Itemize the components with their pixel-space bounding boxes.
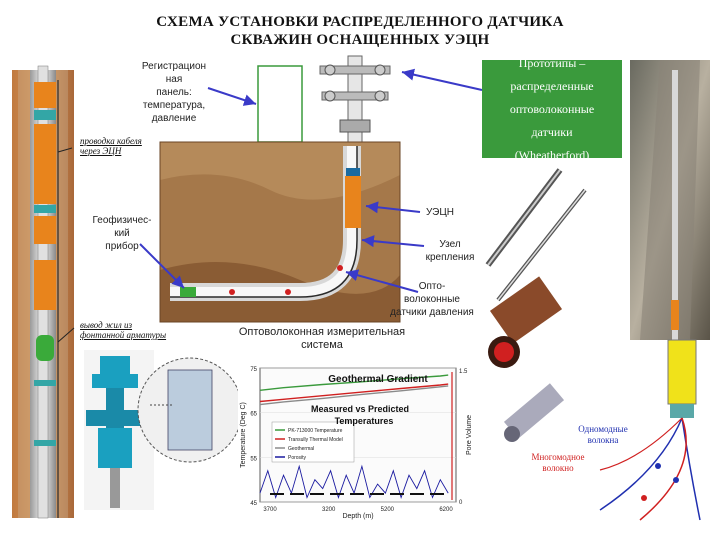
geophysical-device-label: Геофизичес- кий прибор (92, 215, 152, 252)
legend-entry: Transully Thermal Model (288, 437, 343, 443)
legend-entry: Porosity (288, 455, 307, 461)
chart-x-axis-label: Depth (m) (342, 513, 373, 520)
chart-series-line (259, 383, 449, 403)
horizontal-well (170, 146, 361, 301)
x-tick-label: 3700 (263, 507, 277, 513)
chart-legend-box (271, 421, 355, 463)
legend-entry: Geothermal (288, 446, 314, 452)
well-photo (630, 60, 710, 340)
page-title-line2: СКВАЖИН ОСНАЩЕННЫХ УЭЦН (230, 32, 490, 48)
y-tick-label: 75 (250, 367, 257, 373)
multi-mode-fiber-label: Многомодное волокно (520, 452, 596, 474)
mount-node-label: Узел крепления (425, 239, 475, 263)
chart-marks: 75 65 55 45 1.5 0 3700 3200 5200 6200 PK-713000 Te… (250, 367, 468, 513)
christmas-tree-diagram (84, 350, 243, 510)
annotation-arrows (57, 68, 483, 343)
wire-output-label: вывод жил из фонтанной арматуры (80, 320, 167, 340)
chart-series-line (259, 385, 449, 406)
chart-annotation-geothermal: Geothermal Gradient (328, 374, 428, 385)
chart-y-axis-label: Temperature (Deg C) (240, 402, 247, 468)
chart-annotation-temperatures: Temperatures (335, 416, 394, 426)
x-tick-label: 5200 (381, 507, 395, 513)
chart-y2-axis-label: Pore Volume (466, 415, 473, 455)
y2-tick-label: 1.5 (459, 369, 468, 375)
prototype-sensor-tools (485, 168, 587, 442)
prototypes-box: Прототипы – распределенные оптоволоконны… (482, 56, 622, 162)
page-title-line1: СХЕМА УСТАНОВКИ РАСПРЕДЕЛЕННОГО ДАТЧИКА (156, 14, 564, 30)
x-tick-label: 3200 (322, 507, 336, 513)
y2-tick-label: 0 (459, 500, 463, 506)
surface-installation (257, 55, 391, 147)
fiber-pressure-sensors-label: Опто- волоконные датчики давления (390, 281, 474, 318)
y-tick-label: 65 (250, 412, 257, 418)
legend-entry: PK-713000 Temperature (288, 428, 343, 434)
left-well-column (12, 65, 74, 519)
chart-annotation-measured: Measured vs Predicted (311, 404, 409, 414)
y-tick-label: 45 (250, 501, 257, 507)
y-tick-label: 55 (250, 456, 257, 462)
fiber-measuring-system-label: Оптоволоконная измерительная система (238, 326, 406, 351)
fiber-sensor-drawing (599, 339, 701, 521)
registration-panel-label: Регистрацион ная панель: температура, да… (141, 61, 207, 124)
cable-through-uecn-label: проводка кабеля через ЭЦН (80, 136, 142, 156)
single-mode-fiber-label: Одномодные волокна (572, 424, 634, 446)
x-tick-label: 6200 (439, 507, 453, 513)
uecn-label: УЭЦН (426, 207, 454, 218)
temperature-depth-chart: 75 65 55 45 1.5 0 3700 3200 5200 6200 PK-713000 Te… (238, 362, 476, 522)
chart-series-line (259, 374, 449, 391)
